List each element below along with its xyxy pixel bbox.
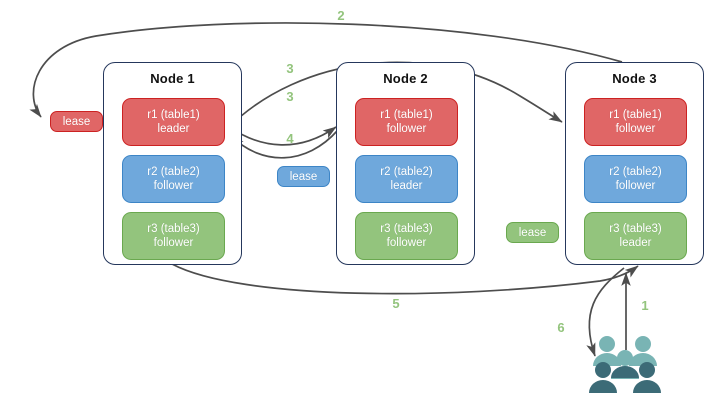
replica-name: r2 (table2) [380,166,433,178]
lease-badge-r1[interactable]: lease [50,111,103,132]
users-icon [589,336,661,393]
lease-badge-r3[interactable]: lease [506,222,559,243]
node-2-replica-r1[interactable]: r1 (table1) follower [355,98,458,146]
step-label-2: 2 [337,8,345,23]
replica-name: r2 (table2) [147,166,200,178]
replica-role: follower [386,237,427,249]
step-label-3b: 3 [286,89,294,104]
replica-name: r1 (table1) [380,109,433,121]
arrow-step-6 [586,267,625,357]
node-3-container[interactable]: Node 3 r1 (table1) follower r2 (table2) … [565,62,704,265]
replica-role: leader [157,123,190,135]
node-1-replica-r1[interactable]: r1 (table1) leader [122,98,225,146]
replica-role: leader [619,237,652,249]
step-label-3a: 3 [286,61,294,76]
step-label-1: 1 [641,298,649,313]
node-3-replica-r3[interactable]: r3 (table3) leader [584,212,687,260]
node-1-title: Node 1 [150,71,195,86]
lease-badge-r2[interactable]: lease [277,166,330,187]
node-2-replica-r3[interactable]: r3 (table3) follower [355,212,458,260]
replica-name: r2 (table2) [609,166,662,178]
node-2-container[interactable]: Node 2 r1 (table1) follower r2 (table2) … [336,62,475,265]
node-2-title: Node 2 [383,71,428,86]
node-1-container[interactable]: Node 1 r1 (table1) leader r2 (table2) fo… [103,62,242,265]
replica-name: r3 (table3) [380,223,433,235]
replica-role: follower [153,237,194,249]
replica-name: r1 (table1) [609,109,662,121]
replica-role: follower [386,123,427,135]
node-3-replica-r2[interactable]: r2 (table2) follower [584,155,687,203]
step-label-5: 5 [392,296,400,311]
node-1-replica-r3[interactable]: r3 (table3) follower [122,212,225,260]
replica-role: leader [390,180,423,192]
replica-role: follower [615,180,656,192]
node-1-replica-r2[interactable]: r2 (table2) follower [122,155,225,203]
node-3-replica-r1[interactable]: r1 (table1) follower [584,98,687,146]
replica-role: follower [615,123,656,135]
replica-name: r3 (table3) [609,223,662,235]
node-3-title: Node 3 [612,71,657,86]
arrow-step-2 [29,22,623,118]
step-label-6: 6 [557,320,565,335]
step-label-4: 4 [286,131,294,146]
replica-name: r3 (table3) [147,223,200,235]
node-2-replica-r2[interactable]: r2 (table2) leader [355,155,458,203]
arrow-step-5 [171,263,639,295]
replica-name: r1 (table1) [147,109,200,121]
replica-role: follower [153,180,194,192]
